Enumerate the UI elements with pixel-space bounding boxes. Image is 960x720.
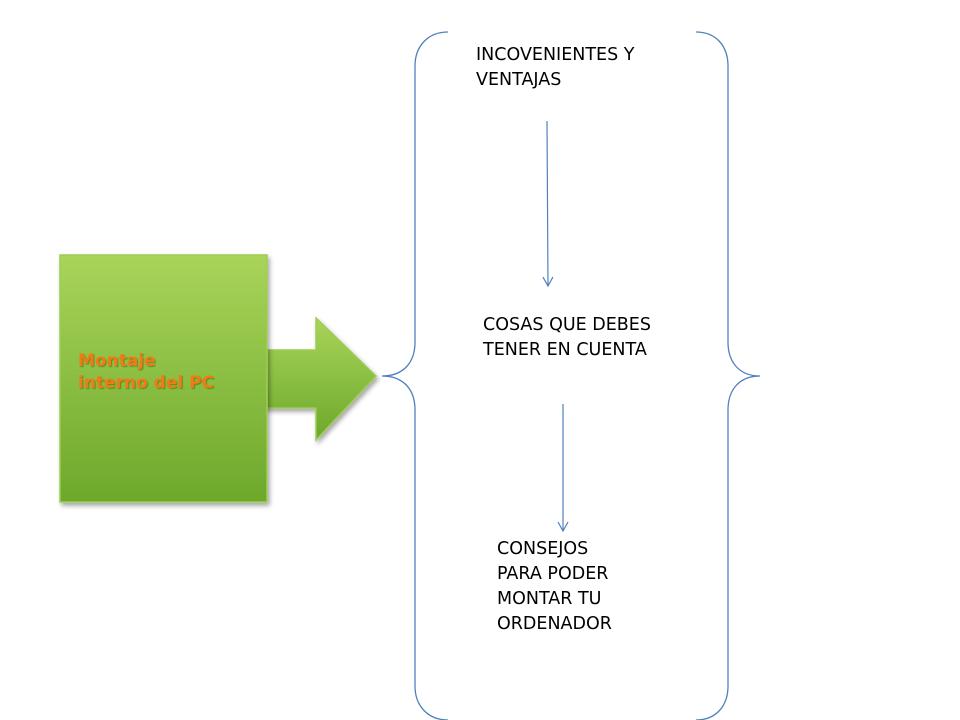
step-inconvenientes-ventajas: INCOVENIENTES Y VENTAJAS <box>476 45 635 90</box>
right-block-arrow <box>261 316 378 442</box>
flow-arrow-1 <box>542 120 554 288</box>
step-cosas-que-debes-tener: COSAS QUE DEBES TENER EN CUENTA <box>483 315 651 360</box>
left-curly-brace <box>381 31 449 720</box>
main-topic-box <box>59 254 268 503</box>
main-topic-label: Montaje interno del PC <box>78 351 215 393</box>
step-consejos-montar: CONSEJOS PARA PODER MONTAR TU ORDENADOR <box>497 539 612 634</box>
right-curly-brace <box>695 31 761 720</box>
